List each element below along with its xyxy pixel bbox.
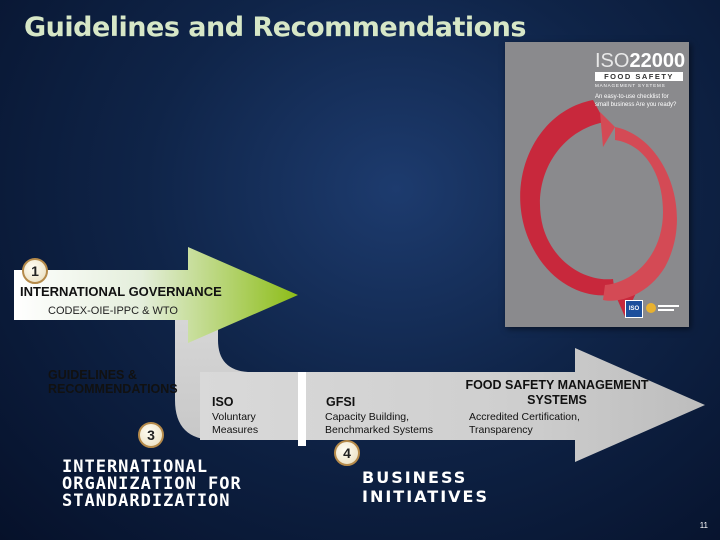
gfsi-label: GFSI bbox=[326, 395, 355, 409]
iso-description: Voluntary Measures bbox=[212, 411, 282, 437]
partner-logo bbox=[645, 300, 681, 316]
iso-footer-logo: ISO bbox=[625, 300, 643, 318]
iso-logo-prefix: ISO bbox=[595, 50, 629, 72]
governance-heading: INTERNATIONAL GOVERNANCE bbox=[20, 284, 222, 299]
fsms-description: Accredited Certification, Transparency bbox=[469, 411, 609, 437]
page-title: Guidelines and Recommendations bbox=[24, 12, 526, 43]
governance-subheading: CODEX-OIE-IPPC & WTO bbox=[48, 305, 178, 317]
iso-22000-logo: ISO22000 bbox=[595, 50, 685, 73]
book-tagline: An easy-to-use checklist for small busin… bbox=[595, 93, 681, 109]
iso-organization-name: INTERNATIONAL ORGANIZATION FOR STANDARDI… bbox=[62, 459, 302, 510]
gfsi-description: Capacity Building, Benchmarked Systems bbox=[325, 411, 453, 437]
guidelines-heading: GUIDELINES & RECOMMENDATIONS bbox=[48, 368, 198, 396]
book-cover: ISO22000 FOOD SAFETY MANAGEMENT SYSTEMS … bbox=[505, 42, 689, 327]
management-systems-line: MANAGEMENT SYSTEMS bbox=[595, 83, 665, 88]
step-1-badge: 1 bbox=[22, 258, 48, 284]
food-safety-bar: FOOD SAFETY bbox=[595, 72, 683, 81]
iso-logo-number: 22000 bbox=[629, 50, 685, 72]
business-initiatives-label: BUSINESS INITIATIVES bbox=[362, 468, 502, 506]
iso-label: ISO bbox=[212, 395, 234, 409]
step-4-badge: 4 bbox=[334, 440, 360, 466]
fsms-heading: FOOD SAFETY MANAGEMENT SYSTEMS bbox=[462, 378, 652, 408]
page-number: 11 bbox=[700, 521, 708, 530]
arrow-divider bbox=[298, 372, 306, 446]
guidelines-heading-text: GUIDELINES & RECOMMENDATIONS bbox=[48, 368, 198, 396]
step-3-badge: 3 bbox=[138, 422, 164, 448]
